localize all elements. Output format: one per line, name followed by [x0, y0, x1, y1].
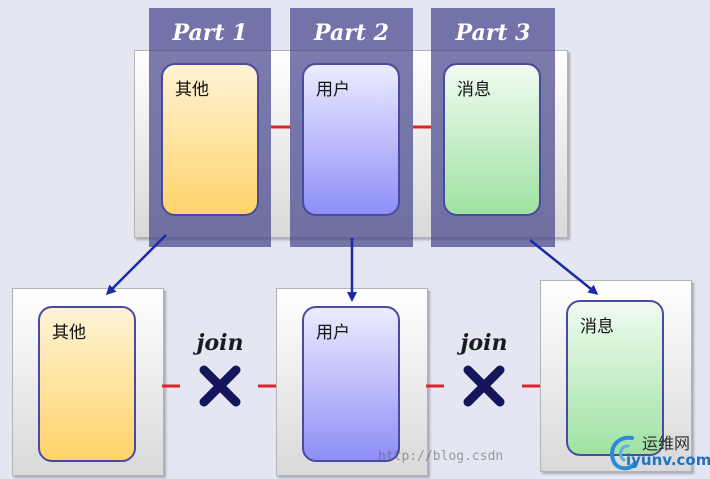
logo-swirl-icon — [610, 435, 636, 471]
join-label-right: join — [460, 330, 508, 356]
join-label-left: join — [196, 330, 244, 356]
cross-icon-left — [199, 365, 241, 407]
part-2-label: Part 2 — [314, 20, 389, 46]
logo-text-cn: 运维网 — [642, 434, 691, 453]
watermark-url: http://blog.csdn — [378, 449, 504, 464]
bottom-table-other-label: 其他 — [52, 323, 86, 343]
logo-text-en: iyunv.com — [626, 451, 710, 469]
bottom-table-user-label: 用户 — [316, 323, 350, 343]
top-table-message: 消息 — [443, 63, 541, 216]
bottom-table-message: 消息 — [566, 300, 664, 456]
top-table-other: 其他 — [161, 63, 259, 216]
arrow-part1-to-other — [105, 234, 167, 296]
part-3-label: Part 3 — [455, 20, 531, 46]
top-table-message-label: 消息 — [457, 80, 491, 100]
bottom-table-message-label: 消息 — [580, 317, 614, 337]
top-table-other-label: 其他 — [175, 80, 209, 100]
bottom-table-other: 其他 — [38, 306, 136, 462]
arrow-part3-to-message — [529, 239, 599, 295]
cross-icon-right — [463, 365, 505, 407]
part-1-label: Part 1 — [172, 20, 248, 46]
top-table-user: 用户 — [302, 63, 400, 216]
top-table-user-label: 用户 — [316, 80, 350, 100]
bottom-table-user: 用户 — [302, 306, 400, 462]
site-logo: 运维网 iyunv.com — [602, 428, 710, 476]
